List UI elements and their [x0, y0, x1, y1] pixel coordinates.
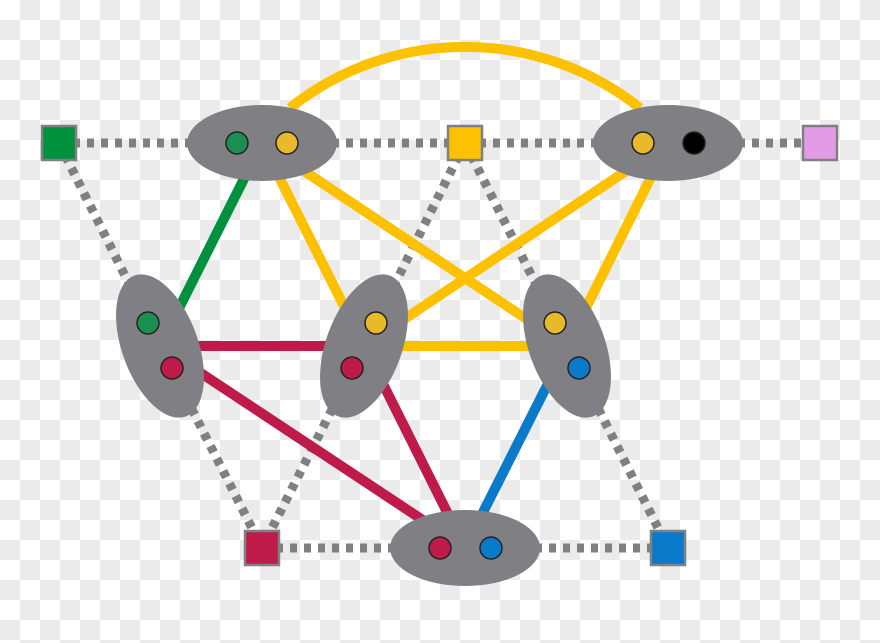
yellow-terminal-square: [446, 124, 484, 162]
port-dot: [225, 131, 249, 155]
port-dot: [340, 356, 364, 380]
dotted-link: [562, 343, 673, 551]
port-dot: [567, 356, 591, 380]
terminal-squares: [40, 124, 839, 567]
hub-ellipse: [523, 274, 611, 418]
hub-e5: [523, 274, 611, 418]
port-dot: [136, 311, 160, 335]
port-dot: [364, 311, 388, 335]
port-dot: [428, 536, 452, 560]
port-dot: [160, 356, 184, 380]
hub-e4: [320, 274, 408, 418]
hub-ellipses: [116, 105, 743, 586]
yellow-link: [361, 138, 671, 351]
hub-e3: [116, 274, 204, 418]
yellow-arc-link: [286, 41, 644, 112]
green-terminal-square: [40, 124, 78, 162]
pink-terminal-square: [801, 124, 839, 162]
port-dot: [631, 131, 655, 155]
yellow-link: [259, 138, 570, 351]
hub-ellipse: [187, 105, 337, 181]
hub-ellipse: [116, 274, 204, 418]
hub-e6: [390, 510, 540, 586]
red-link: [157, 341, 468, 553]
hub-ellipse: [320, 274, 408, 418]
port-dot: [479, 536, 503, 560]
red-terminal-square: [243, 529, 281, 567]
hub-ellipse: [593, 105, 743, 181]
hub-e2: [593, 105, 743, 181]
hub-e1: [187, 105, 337, 181]
blue-terminal-square: [649, 529, 687, 567]
port-dot: [275, 131, 299, 155]
dotted-link: [155, 343, 267, 551]
port-dot: [682, 131, 706, 155]
port-dot: [543, 311, 567, 335]
hub-ellipse: [390, 510, 540, 586]
